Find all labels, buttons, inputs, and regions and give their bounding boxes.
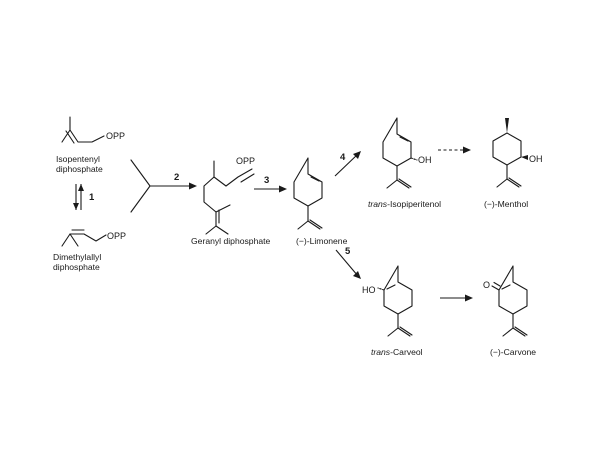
carveol-carvone-arrow bbox=[440, 294, 473, 302]
isopiperitenol-structure: OH bbox=[382, 117, 432, 189]
isopiperitenol-prefix: trans bbox=[368, 199, 388, 209]
step-5-label: 5 bbox=[345, 246, 351, 257]
step-4-arrow bbox=[334, 151, 361, 177]
gpp-structure: OPP bbox=[203, 156, 255, 235]
step-1-label: 1 bbox=[89, 192, 95, 203]
gpp-name: Geranyl diphosphate bbox=[191, 236, 271, 246]
isopiperitenol-name: trans-Isopiperitenol bbox=[368, 199, 441, 209]
ipp-opp-label: OPP bbox=[106, 131, 125, 141]
ipp-name-line1: Isopentenyl bbox=[56, 154, 100, 164]
step-2-arrow bbox=[164, 182, 197, 190]
ipp-structure: OPP bbox=[61, 116, 125, 144]
gpp-opp-label: OPP bbox=[236, 156, 255, 166]
step-4-label: 4 bbox=[340, 152, 346, 163]
dashed-arrow bbox=[438, 146, 471, 154]
carvone-o-label: O bbox=[483, 280, 490, 290]
menthol-oh-label: OH bbox=[529, 154, 543, 164]
dmapp-structure: OPP bbox=[61, 229, 126, 247]
step-5-arrow bbox=[335, 249, 361, 279]
carveol-ho-label: HO bbox=[362, 285, 376, 295]
menthol-name: (−)-Menthol bbox=[484, 199, 528, 209]
equilibrium-arrows bbox=[73, 184, 84, 210]
dmapp-name-line2: diphosphate bbox=[53, 262, 100, 272]
step-3-label: 3 bbox=[264, 175, 269, 186]
step-2-label: 2 bbox=[174, 172, 179, 183]
converging-lines bbox=[130, 159, 165, 213]
isopiperitenol-suffix: -Isopiperitenol bbox=[387, 199, 441, 209]
dmapp-opp-label: OPP bbox=[107, 231, 126, 241]
limonene-name: (−)-Limonene bbox=[296, 236, 348, 246]
carvone-structure: O bbox=[483, 265, 528, 337]
carveol-prefix: trans bbox=[371, 347, 391, 357]
ipp-name-line2: diphosphate bbox=[56, 164, 103, 174]
menthol-structure: OH bbox=[492, 118, 543, 188]
step-3-arrow bbox=[254, 185, 287, 193]
carveol-structure: HO bbox=[362, 265, 413, 337]
carveol-name: trans-Carveol bbox=[371, 347, 423, 357]
dmapp-name-line1: Dimethylallyl bbox=[53, 252, 101, 262]
isopiperitenol-oh-label: OH bbox=[418, 155, 432, 165]
carveol-suffix: -Carveol bbox=[390, 347, 423, 357]
limonene-structure bbox=[293, 157, 323, 230]
carvone-name: (−)-Carvone bbox=[490, 347, 536, 357]
